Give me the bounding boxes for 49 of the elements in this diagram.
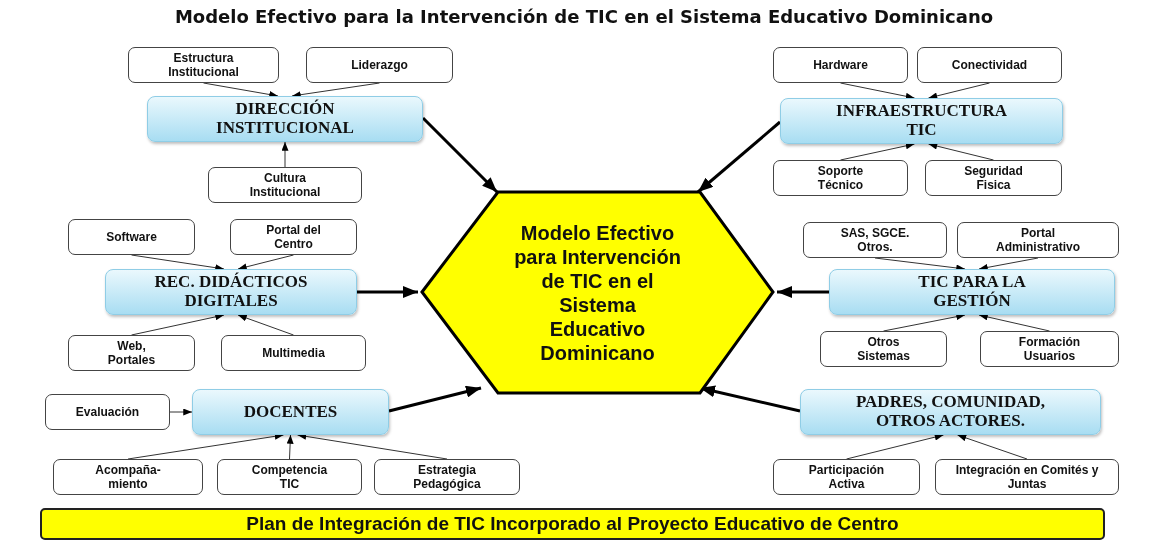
factor-box: Cultura Institucional xyxy=(208,167,362,203)
factor-box: Estructura Institucional xyxy=(128,47,279,83)
category-box: DIRECCIÓN INSTITUCIONAL xyxy=(147,96,423,142)
category-box: DOCENTES xyxy=(192,389,389,435)
arrow xyxy=(883,313,966,332)
factor-box: SAS, SGCE. Otros. xyxy=(803,222,947,258)
arrow xyxy=(421,116,499,194)
factor-box: Portal Administrativo xyxy=(957,222,1119,258)
factor-box: Hardware xyxy=(773,47,908,83)
factor-box: Acompaña- miento xyxy=(53,459,203,495)
diagram-title: Modelo Efectivo para la Intervención de TIC en el Sistema Educativo Dominicano xyxy=(173,6,995,27)
factor-box: Multimedia xyxy=(221,335,366,371)
factor-box: Seguridad Fisica xyxy=(925,160,1062,196)
factor-box: Participación Activa xyxy=(773,459,920,495)
factor-box: Web, Portales xyxy=(68,335,195,371)
arrow xyxy=(957,434,1028,460)
arrow xyxy=(169,408,193,416)
factor-box: Integración en Comités y Juntas xyxy=(935,459,1119,495)
factor-box: Formación Usuarios xyxy=(980,331,1119,367)
arrow xyxy=(978,313,1050,332)
factor-box: Portal del Centro xyxy=(230,219,357,255)
arrow xyxy=(357,286,418,298)
category-box: TIC PARA LA GESTIÓN xyxy=(829,269,1115,315)
category-box: REC. DIDÁCTICOS DIGITALES xyxy=(105,269,357,315)
category-box: INFRAESTRUCTURA TIC xyxy=(780,98,1063,144)
arrow xyxy=(846,433,944,460)
arrow xyxy=(840,142,915,161)
factor-box: Competencia TIC xyxy=(217,459,362,495)
hub-hexagon: Modelo Efectivo para Intervención de TIC en el Sistema Educativo Dominicano xyxy=(420,190,775,395)
arrow xyxy=(840,82,915,100)
category-box: PADRES, COMUNIDAD, OTROS ACTORES. xyxy=(800,389,1101,435)
factor-box: Evaluación xyxy=(45,394,170,430)
arrow xyxy=(237,254,294,271)
arrow xyxy=(697,120,781,194)
plan-banner: Plan de Integración de TIC Incorporado al Proyecto Educativo de Centro xyxy=(40,508,1105,540)
factor-box: Soporte Técnico xyxy=(773,160,908,196)
arrow xyxy=(286,434,294,460)
arrow xyxy=(131,313,225,336)
arrow xyxy=(281,141,289,168)
arrow xyxy=(928,142,994,161)
arrow xyxy=(237,314,294,336)
arrow xyxy=(388,385,482,413)
arrow xyxy=(777,286,829,298)
factor-box: Liderazgo xyxy=(306,47,453,83)
factor-box: Otros Sistemas xyxy=(820,331,947,367)
arrow xyxy=(928,82,990,100)
factor-box: Estrategia Pedagógica xyxy=(374,459,520,495)
factor-box: Conectividad xyxy=(917,47,1062,83)
factor-box: Software xyxy=(68,219,195,255)
